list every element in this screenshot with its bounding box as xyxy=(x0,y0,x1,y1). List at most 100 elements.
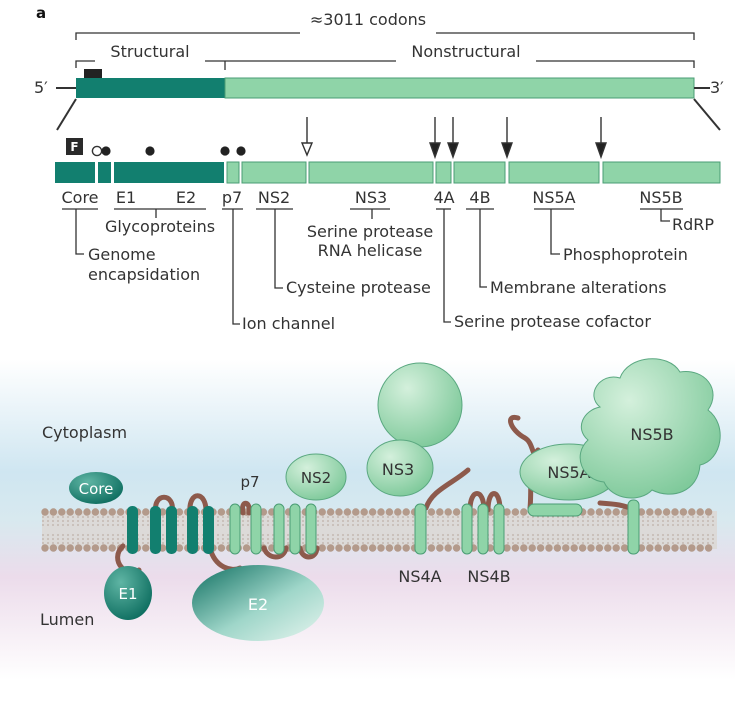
function-connectors xyxy=(62,208,683,325)
lipid-head xyxy=(318,544,326,552)
genome-encapsidation-line1: Genome xyxy=(88,245,156,264)
segment-ns4a xyxy=(435,161,452,184)
lipid-head xyxy=(704,508,713,516)
lipid-head xyxy=(360,508,368,516)
signal-peptidase-site-4 xyxy=(236,146,246,156)
label-ns2: NS2 xyxy=(258,188,290,207)
f-protein-marker xyxy=(66,138,83,155)
lipid-head xyxy=(74,508,83,516)
structural-label: Structural xyxy=(110,42,189,61)
phosphoprotein-label: Phosphoprotein xyxy=(563,245,688,264)
cysteine-protease-label: Cysteine protease xyxy=(286,278,431,297)
rdrp-label: RdRP xyxy=(672,215,714,234)
lipid-head xyxy=(385,508,394,516)
lipid-head xyxy=(511,508,520,516)
region-bracket xyxy=(75,60,695,70)
lipid-head xyxy=(427,508,436,516)
lipid-head xyxy=(520,544,528,552)
segment-p7 xyxy=(226,161,240,184)
ns5a-label: NS5A xyxy=(547,463,590,482)
lipid-head xyxy=(335,544,343,552)
ns5a-amphipathic-helix xyxy=(527,503,583,517)
lipid-head xyxy=(58,544,66,552)
lipid-head xyxy=(646,508,654,516)
lipid-head xyxy=(41,508,49,516)
lipid-head xyxy=(352,544,360,552)
ns4a-label: NS4A xyxy=(398,567,441,586)
glycoproteins-label: Glycoproteins xyxy=(105,217,215,236)
lipid-head xyxy=(696,508,704,516)
lipid-head xyxy=(604,508,612,516)
lipid-head xyxy=(242,544,251,552)
lipid-head xyxy=(595,508,604,516)
ns4a-protein: NS4A xyxy=(398,503,442,586)
three-prime-label: 3′ xyxy=(710,78,724,97)
lipid-head xyxy=(570,544,578,552)
lipid-head xyxy=(503,508,511,516)
lipid-head xyxy=(259,508,268,516)
lipid-head xyxy=(91,508,100,516)
lipid-head xyxy=(452,508,461,516)
lipid-head xyxy=(49,544,58,552)
ns2-tm-3 xyxy=(305,503,317,555)
ns2-tm-2 xyxy=(289,503,301,555)
lipid-head xyxy=(646,544,654,552)
ns3-function-line1: Serine protease xyxy=(307,222,433,241)
lipid-head xyxy=(520,508,528,516)
lipid-head xyxy=(553,544,562,552)
ns2-3-protease-arrow xyxy=(300,142,314,157)
lipid-head xyxy=(587,544,595,552)
lipid-head xyxy=(142,508,150,516)
label-ns5b: NS5B xyxy=(639,188,682,207)
cleavage-arrows xyxy=(300,117,607,160)
ns2-loop xyxy=(261,545,289,560)
segment-ns2 xyxy=(241,161,307,184)
codons-label: ≈3011 codons xyxy=(310,10,426,29)
ns3-label: NS3 xyxy=(382,460,414,479)
lipid-head xyxy=(175,508,184,516)
ns4a-4b-arrow xyxy=(447,142,459,160)
lipid-head xyxy=(368,508,377,516)
lipid-head xyxy=(620,544,629,552)
core-protein-label: Core xyxy=(79,480,114,498)
segment-e1-a xyxy=(98,162,111,183)
five-prime-label: 5′ xyxy=(34,78,48,97)
lipid-head xyxy=(436,544,444,552)
lipid-head xyxy=(343,544,352,552)
lipid-head xyxy=(436,508,444,516)
label-ns4b: 4B xyxy=(469,188,490,207)
codons-label-bg xyxy=(300,20,436,42)
lipid-head xyxy=(377,508,385,516)
ns2-domain xyxy=(285,453,347,501)
lipid-head xyxy=(444,508,452,516)
lipid-head xyxy=(343,508,352,516)
core-protein xyxy=(69,472,123,504)
label-e2: E2 xyxy=(176,188,196,207)
segment-e1-e2 xyxy=(114,162,224,183)
p7-tm-1 xyxy=(229,503,241,555)
lipid-head xyxy=(175,544,184,552)
label-p7: p7 xyxy=(222,188,242,207)
e1-tm-1 xyxy=(127,506,138,554)
lipid-head xyxy=(58,508,66,516)
label-e1: E1 xyxy=(116,188,136,207)
ns2-tm-1 xyxy=(273,503,285,555)
lipid-head xyxy=(335,508,343,516)
e1-protein xyxy=(104,566,152,620)
lipid-head xyxy=(83,544,91,552)
ns2-label: NS2 xyxy=(301,469,331,487)
lumen-label: Lumen xyxy=(40,610,94,629)
lipid-head xyxy=(578,544,587,552)
lipid-head xyxy=(385,544,394,552)
ns3-protease-domain xyxy=(366,439,434,497)
lipid-head xyxy=(696,544,704,552)
lipid-head xyxy=(671,544,679,552)
lipid-head xyxy=(503,544,511,552)
lipid-head xyxy=(326,544,335,552)
lipid-head xyxy=(377,544,385,552)
lipid-head xyxy=(637,544,646,552)
ns3-ns4a-loop xyxy=(423,467,471,511)
signal-peptide-peptidase-site xyxy=(91,145,103,157)
